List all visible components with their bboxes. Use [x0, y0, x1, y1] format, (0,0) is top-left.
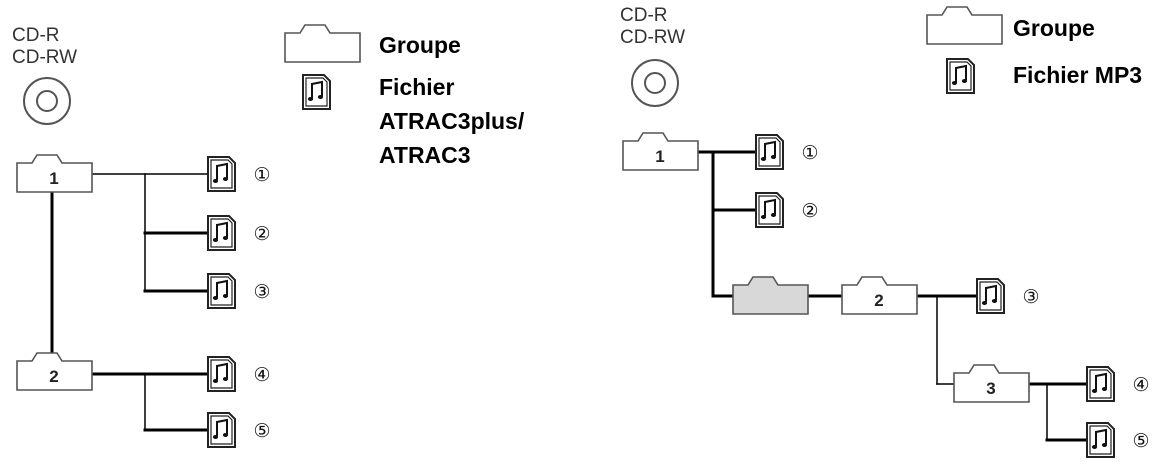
right-group-folder-3: 3: [953, 364, 1030, 403]
right-file-number: ④: [1132, 375, 1149, 396]
left-file-3: ③: [207, 273, 271, 309]
left-group-folder-1: 1: [16, 154, 93, 193]
right-file-number: ③: [1022, 287, 1039, 308]
right-group-number: 2: [874, 291, 883, 310]
left-disc-icon: [23, 77, 71, 125]
left-file-2: ②: [207, 215, 271, 251]
right-legend-note-icon: [946, 58, 975, 94]
right-group-number: 1: [655, 147, 664, 166]
right-disc-label-cdrw: CD-RW: [620, 27, 685, 48]
left-file-number: ①: [253, 165, 270, 186]
left-legend-file-line-2: ATRAC3plus/: [379, 108, 525, 134]
right-file-1: ①: [755, 134, 819, 170]
left-file-number: ③: [253, 282, 270, 303]
left-diagram: CD-R CD-RW Groupe Fichier ATRAC3plus/ AT…: [12, 24, 525, 448]
left-file-4: ④: [207, 356, 271, 392]
right-legend-file-label: Fichier MP3: [1013, 62, 1142, 88]
left-tree-lines: [50, 173, 209, 432]
left-disc-label-cdr: CD-R: [12, 25, 60, 46]
right-file-number: ②: [801, 201, 818, 222]
music-file-icon: [207, 412, 236, 448]
left-legend-note-icon: [302, 74, 331, 110]
right-file-number: ①: [801, 143, 818, 164]
right-file-number: ⑤: [1132, 431, 1149, 452]
left-file-1: ①: [207, 156, 271, 192]
left-legend-file-line-1: Fichier: [379, 74, 454, 100]
left-legend: Groupe Fichier ATRAC3plus/ ATRAC3: [284, 24, 525, 168]
right-tree-lines: [695, 150, 1088, 442]
right-legend-group-label: Groupe: [1013, 15, 1095, 41]
left-legend-folder-icon: [284, 24, 361, 63]
right-group-folder-2: 2: [841, 276, 918, 315]
right-disc-label-cdr: CD-R: [620, 5, 668, 26]
music-file-icon: [207, 156, 236, 192]
right-diagram: CD-R CD-RW Groupe Fichier MP3 1: [620, 5, 1150, 458]
right-file-4: ④: [1086, 366, 1150, 402]
right-legend: Groupe Fichier MP3: [926, 6, 1142, 94]
music-file-icon: [1086, 422, 1115, 458]
music-file-icon: [755, 192, 784, 228]
right-file-5: ⑤: [1086, 422, 1150, 458]
right-file-2: ②: [755, 192, 819, 228]
left-group-number: 1: [49, 169, 58, 188]
left-file-5: ⑤: [207, 412, 271, 448]
left-group-number: 2: [49, 367, 58, 386]
left-legend-file-line-3: ATRAC3: [379, 142, 471, 168]
right-empty-group-folder: [732, 276, 809, 315]
music-file-icon: [207, 356, 236, 392]
left-group-folder-2: 2: [16, 352, 93, 391]
left-file-number: ⑤: [253, 421, 270, 442]
music-file-icon: [755, 134, 784, 170]
music-file-icon: [207, 273, 236, 309]
left-legend-group-label: Groupe: [379, 32, 461, 58]
left-file-number: ②: [253, 224, 270, 245]
music-file-icon: [1086, 366, 1115, 402]
left-disc-label-cdrw: CD-RW: [12, 47, 77, 68]
music-file-icon: [976, 278, 1005, 314]
right-disc-icon: [631, 59, 679, 107]
music-file-icon: [207, 215, 236, 251]
right-file-3: ③: [976, 278, 1040, 314]
left-file-number: ④: [253, 365, 270, 386]
right-group-number: 3: [986, 379, 995, 398]
right-legend-folder-icon: [926, 6, 1003, 45]
right-group-folder-1: 1: [622, 132, 699, 171]
